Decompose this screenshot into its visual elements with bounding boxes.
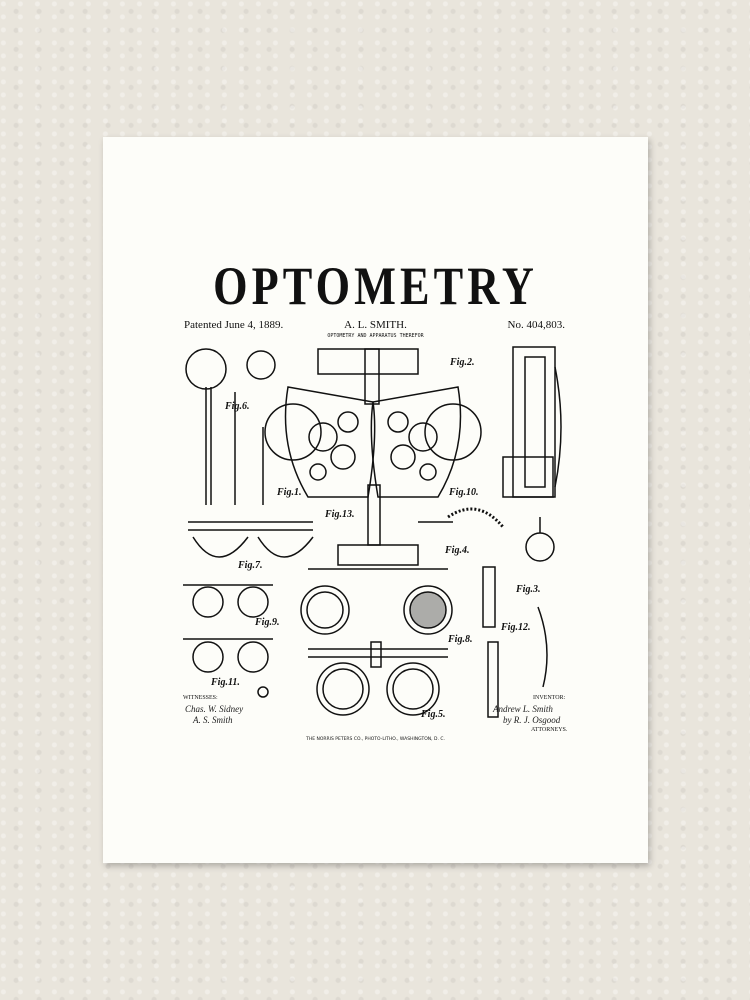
printer-credit: THE NORRIS PETERS CO., PHOTO-LITHO., WAS… [306,737,445,742]
fig-label: Fig.7. [238,560,263,571]
patent-drawing [183,346,562,718]
fig2-side-view-drawing [502,346,562,498]
patent-subtitle: OPTOMETRY AND APPARATUS THEREFOR [327,333,424,339]
fig-label: Fig.11. [211,677,240,688]
fig11-frame-drawing [183,638,273,698]
fig7-trial-frame-drawing [188,521,314,558]
attorney-signature: by R. J. Osgood [503,715,561,725]
fig9-frame-drawing [183,584,273,618]
witness-signature: Chas. W. Sidney [185,704,244,714]
fig-label: Fig.2. [450,357,475,368]
fig-label: Fig.3. [516,584,541,595]
fig-label: Fig.4. [445,545,470,556]
fig13-frame-drawing [300,484,453,635]
poster-title: OPTOMETRY [213,256,538,316]
inventor-name: A. L. SMITH. [344,319,407,331]
fig-label: Fig.13. [325,509,355,520]
inventor-signature: Andrew L. Smith [493,704,553,714]
fig-label: Fig.5. [421,709,446,720]
fig10-gear-drawing [418,507,555,718]
fig-label: Fig.12. [501,622,531,633]
fig-label: Fig.8. [448,634,473,645]
patent-number: No. 404,803. [507,319,565,331]
witness-signature: A. S. Smith [193,715,233,725]
fig-label: Fig.1. [277,487,302,498]
attorneys-label: ATTORNEYS. [531,727,568,733]
witnesses-label: WITNESSES: [183,695,218,701]
inventor-label: INVENTOR: [533,695,566,701]
fig-label: Fig.6. [225,401,250,412]
patent-date: Patented June 4, 1889. [184,319,284,331]
art-print: OPTOMETRY Patented June 4, 1889. A. L. S… [103,137,648,863]
fig-label: Fig.10. [449,487,479,498]
fig-label: Fig.9. [255,617,280,628]
fig1-phoropter-drawing [264,348,482,498]
fig5-frame-drawing [308,641,448,716]
fig6-instrument-drawing [185,348,276,505]
